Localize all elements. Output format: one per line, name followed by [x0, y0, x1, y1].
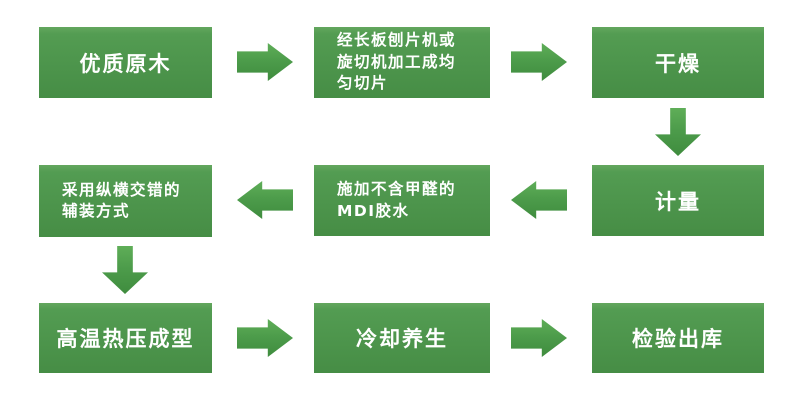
arrow-down-icon: [102, 246, 148, 294]
arrow-right-icon: [511, 43, 567, 81]
flow-step-inspection-shipping: 检验出库: [592, 303, 764, 373]
flow-step-quality-logs: 优质原木: [39, 27, 212, 98]
flow-step-hot-pressing: 高温热压成型: [39, 303, 212, 373]
flow-step-drying: 干燥: [592, 27, 764, 98]
arrow-left-icon: [511, 181, 567, 219]
arrow-right-icon: [237, 43, 293, 81]
arrow-down-icon: [655, 108, 701, 156]
flow-step-measuring: 计量: [592, 165, 764, 236]
arrow-left-icon: [237, 181, 293, 219]
arrow-right-icon: [511, 319, 567, 357]
flow-step-cross-laying: 采用纵横交错的 辅装方式: [39, 165, 212, 237]
flow-step-cooling: 冷却养生: [314, 303, 490, 373]
flow-step-mdi-glue: 施加不含甲醛的 MDI胶水: [314, 165, 490, 236]
flow-step-slicing: 经长板刨片机或 旋切机加工成均 匀切片: [314, 27, 490, 98]
arrow-right-icon: [237, 319, 293, 357]
